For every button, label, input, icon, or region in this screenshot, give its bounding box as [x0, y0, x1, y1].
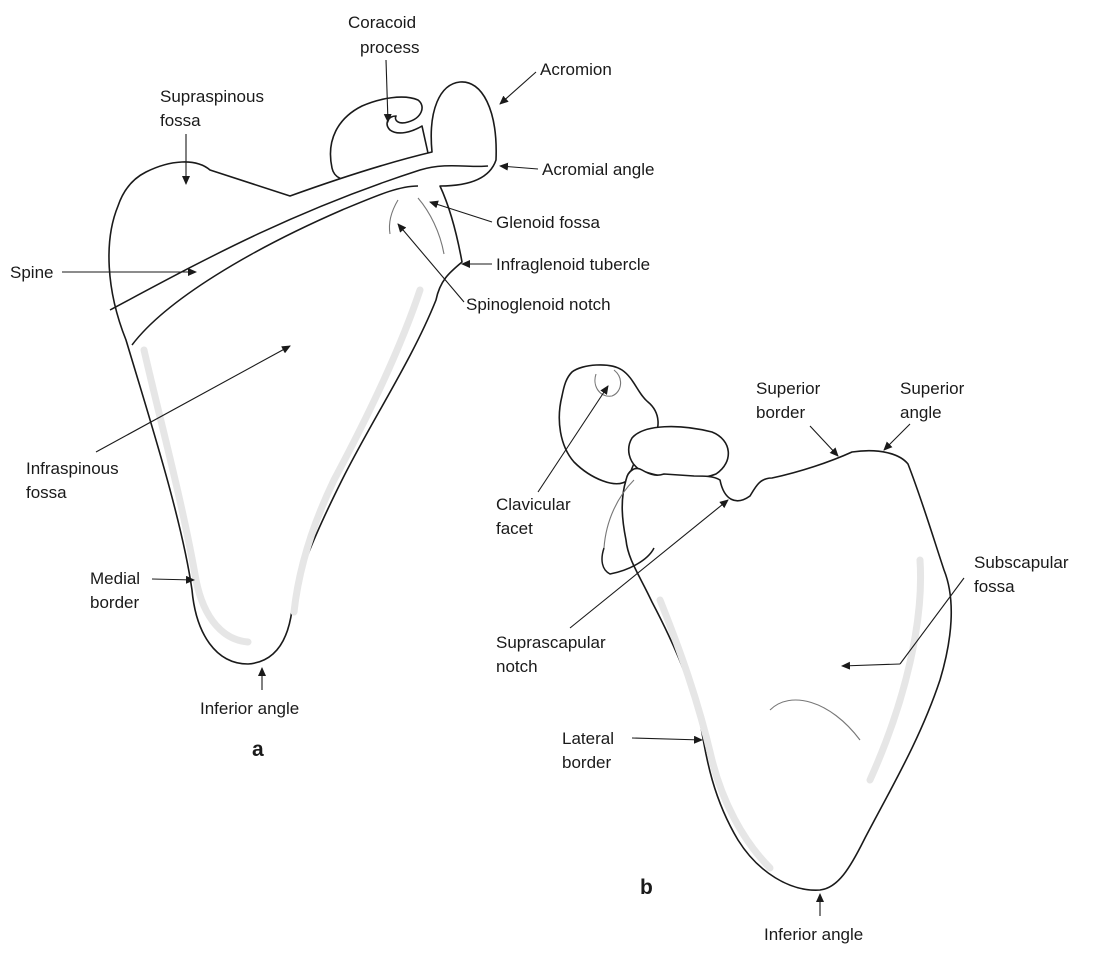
label-suprascapular-line2: notch	[496, 657, 538, 676]
label-inferior-angle-a: Inferior angle	[200, 699, 299, 718]
label-coracoid-line2: process	[360, 38, 420, 57]
label-subscapular-line2: fossa	[974, 577, 1015, 596]
label-clavicular-line2: facet	[496, 519, 533, 538]
label-suprascapular-line1: Suprascapular	[496, 633, 606, 652]
label-clavicular-line1: Clavicular	[496, 495, 571, 514]
label-subscapular-line1: Subscapular	[974, 553, 1069, 572]
label-infraspinous-line2: fossa	[26, 483, 67, 502]
pointer-superior-angle	[884, 424, 910, 450]
label-supraspinous-line1: Supraspinous	[160, 87, 264, 106]
label-acromial-angle: Acromial angle	[542, 160, 654, 179]
pointer-medial-border	[152, 579, 194, 580]
label-medial-line1: Medial	[90, 569, 140, 588]
label-superior-angle-line2: angle	[900, 403, 942, 422]
scapula-anterior-view	[559, 365, 951, 890]
label-spinoglenoid: Spinoglenoid notch	[466, 295, 611, 314]
scapula-body-b	[622, 451, 951, 890]
pointer-acromial-angle	[500, 166, 538, 169]
label-infraglenoid: Infraglenoid tubercle	[496, 255, 650, 274]
label-spine: Spine	[10, 263, 53, 282]
label-glenoid-fossa: Glenoid fossa	[496, 213, 600, 232]
scapula-posterior-view	[109, 82, 496, 664]
label-lateral-line2: border	[562, 753, 611, 772]
label-superior-border-line2: border	[756, 403, 805, 422]
label-coracoid-line1: Coracoid	[348, 13, 416, 32]
panel-label-a: a	[252, 738, 264, 761]
label-inferior-angle-b: Inferior angle	[764, 925, 863, 944]
label-medial-line2: border	[90, 593, 139, 612]
label-acromion: Acromion	[540, 60, 612, 79]
label-superior-angle-line1: Superior	[900, 379, 965, 398]
label-infraspinous-line1: Infraspinous	[26, 459, 119, 478]
label-supraspinous-line2: fossa	[160, 111, 201, 130]
pointer-superior-border	[810, 426, 838, 456]
label-superior-border-line1: Superior	[756, 379, 821, 398]
pointer-acromion	[500, 72, 536, 104]
panel-label-b: b	[640, 876, 653, 899]
pointer-lateral-border	[632, 738, 702, 740]
label-lateral-line1: Lateral	[562, 729, 614, 748]
